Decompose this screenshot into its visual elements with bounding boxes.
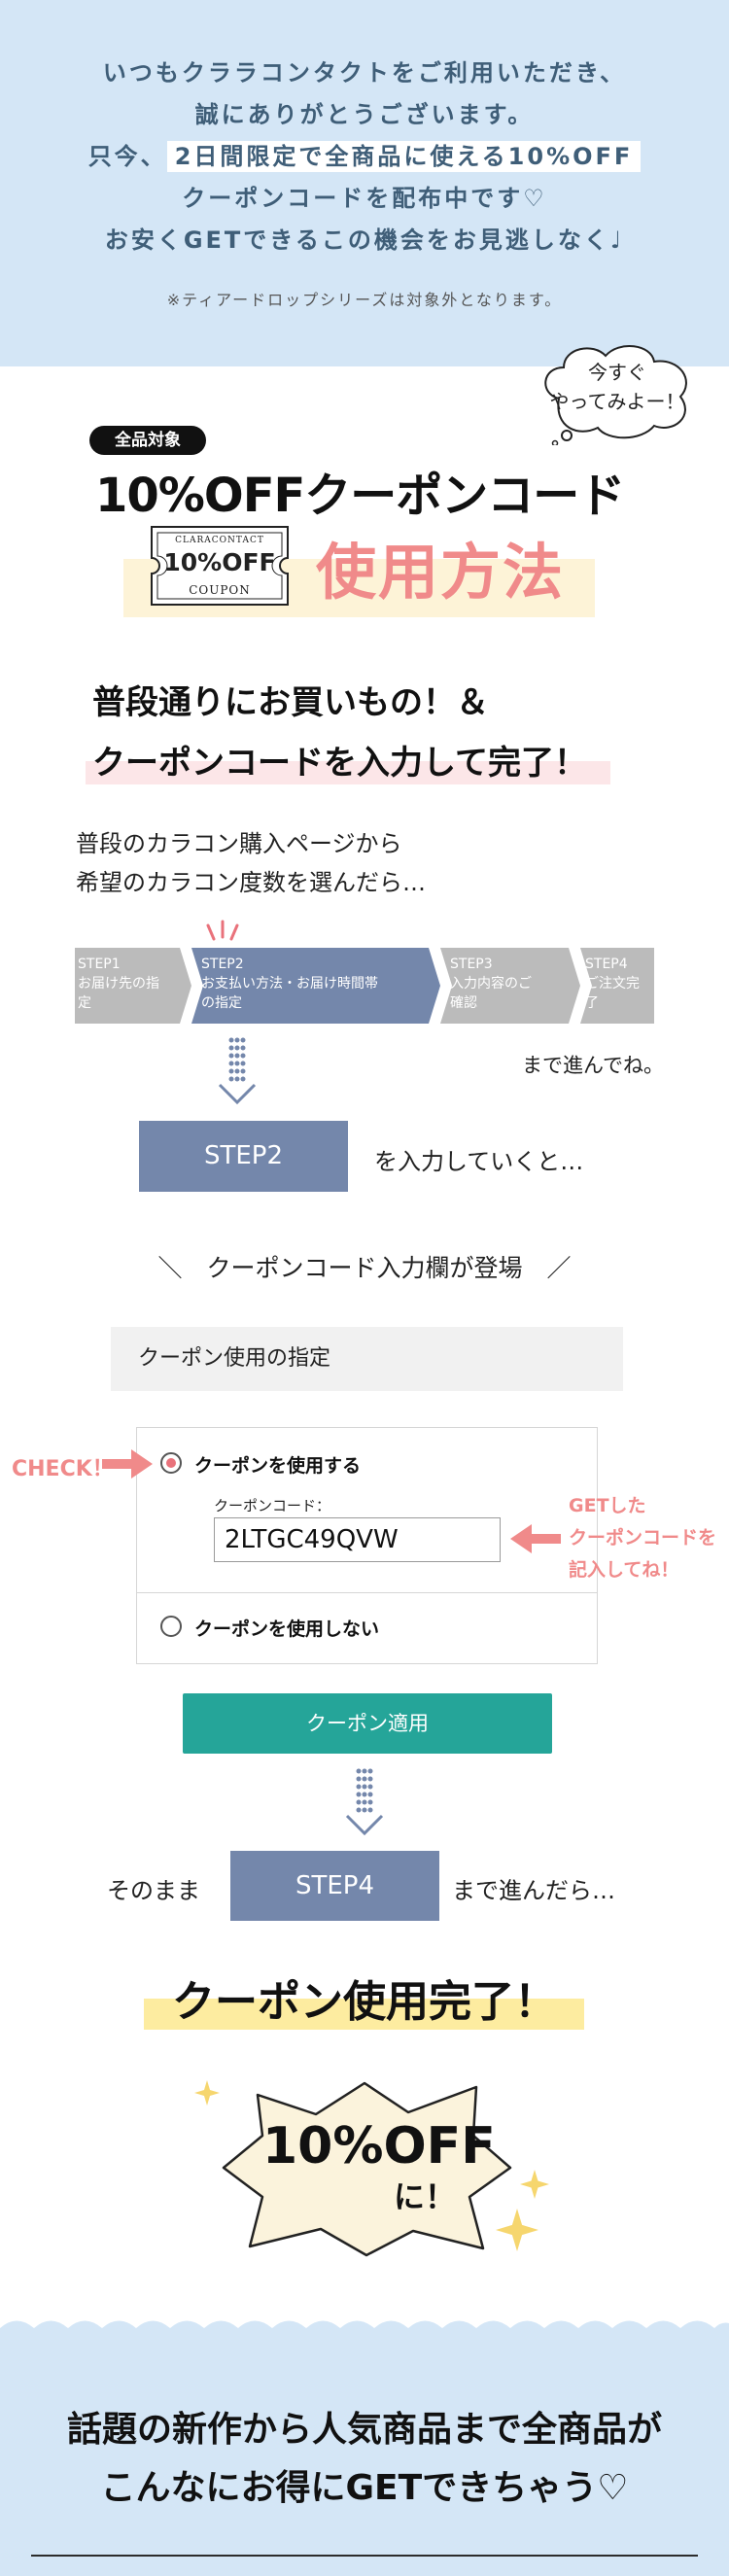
burst-shape-icon [222, 2081, 512, 2257]
sparkle-icon-3 [496, 2209, 538, 2251]
intro-note: ※ティアードロップシリーズは対象外となります。 [166, 291, 563, 309]
sparkle-icon-2 [520, 2170, 549, 2199]
ticket-value: 10%OFF [163, 548, 276, 576]
down-arrow-icon-2 [345, 1768, 384, 1836]
step-2-shape [191, 948, 440, 1024]
step-1-line-2: 定 [78, 995, 91, 1011]
step-4-line-1: ご注文完 [585, 976, 640, 992]
step-3: STEP3 入力内容のご確認 [450, 955, 532, 1013]
final-step-post: まで進んだら… [452, 1877, 615, 1904]
bottom-line-2: こんなにお得にGETできちゃう♡ [100, 2468, 629, 2508]
step-2-line-1: お支払い方法・お届け時間帯 [201, 976, 378, 992]
cloud-bubble-icon [544, 344, 687, 445]
headline-line-1: 普段通りにお買いもの！＆ [92, 683, 489, 722]
step2-note: を入力していくと… [374, 1148, 584, 1175]
intro-line-5: お安くGETできるこの機会をお見逃しなく♩ [104, 226, 625, 254]
form-divider [137, 1592, 597, 1593]
sparkle-accent-icon [206, 920, 239, 941]
step-3-line-2: 確認 [450, 995, 477, 1011]
step-4-shape [580, 948, 654, 1024]
bubble-line-1: 今すぐ [588, 361, 646, 384]
instruction-line-1: 普段のカラコン購入ページから [76, 830, 402, 857]
coupon-ticket-icon [151, 526, 289, 606]
intro-line-2: 誠にありがとうございます。 [194, 101, 535, 128]
use-coupon-radio[interactable] [160, 1452, 182, 1474]
headline-line-2: クーポンコードを入力して完了！ [92, 744, 587, 783]
coupon-code-input[interactable]: 2LTGC49QVW [214, 1517, 501, 1562]
use-coupon-label[interactable]: クーポンを使用する [194, 1455, 362, 1477]
step4-box: STEP4 [230, 1851, 439, 1921]
done-highlight [144, 1999, 584, 2030]
intro-line-3-pre: 只今、 [87, 143, 167, 170]
intro-line-4: クーポンコードを配布中です♡ [182, 185, 547, 212]
discount-value: 10%OFF [262, 2117, 496, 2176]
checkout-steps [75, 948, 654, 1024]
step-3-title: STEP3 [450, 957, 493, 972]
coupon-section-header: クーポン使用の指定 [111, 1327, 623, 1391]
sparkle-icon-1 [194, 2080, 220, 2106]
get-note-line-2: クーポンコードを [569, 1527, 717, 1549]
usage-title: 使用方法 [316, 537, 566, 608]
coupon-form [136, 1427, 598, 1664]
step2-box: STEP2 [139, 1121, 348, 1192]
bottom-line-1: 話題の新作から人気商品まで全商品が [66, 2410, 662, 2450]
reveal-caption: ＼ クーポンコード入力欄が登場 ／ [157, 1254, 572, 1282]
step-1-line-1: お届け先の指 [78, 976, 159, 992]
down-arrow-icon [218, 1037, 257, 1105]
step-3-shape [440, 948, 580, 1024]
intro-line-3: 只今、2日間限定で全商品に使える10%OFF [0, 137, 729, 172]
discount-suffix: に！ [394, 2178, 457, 2215]
bubble-line-2: やってみよー！ [549, 390, 685, 413]
bottom-rule [31, 2555, 698, 2557]
step-4-title: STEP4 [585, 957, 628, 972]
step-4-line-2: 了 [585, 995, 599, 1011]
step-4: STEP4 ご注文完了 [585, 955, 640, 1013]
done-title: クーポン使用完了！ [172, 1977, 557, 2027]
coupon-title: 10%OFFクーポンコード [95, 469, 625, 523]
step-1: STEP1 お届け先の指定 [78, 955, 159, 1013]
ticket-brand: CLARACONTACT [175, 536, 264, 545]
get-note-line-1: GETした [569, 1495, 646, 1516]
left-arrow-icon [510, 1524, 561, 1553]
get-coupon-note: GETしたクーポンコードを記入してね！ [569, 1490, 716, 1586]
ticket-label: COUPON [189, 583, 251, 597]
bubble-text: 今すぐやってみよー！ [539, 358, 695, 416]
step-2-line-2: の指定 [201, 995, 242, 1011]
step-2: STEP2 お支払い方法・お届け時間帯の指定 [201, 955, 378, 1013]
bottom-banner [0, 2328, 729, 2576]
final-step-pre: そのまま [107, 1877, 200, 1904]
all-items-badge: 全品対象 [89, 426, 206, 455]
apply-coupon-button[interactable]: クーポン適用 [183, 1693, 552, 1754]
intro-banner [0, 0, 729, 366]
step-1-title: STEP1 [78, 957, 121, 972]
headline-highlight [86, 761, 610, 784]
step-2-title: STEP2 [201, 957, 244, 972]
no-coupon-radio[interactable] [160, 1616, 182, 1637]
intro-line-1: いつもクララコンタクトをご利用いただき、 [102, 59, 627, 87]
step-1-shape [75, 948, 191, 1024]
right-arrow-icon [102, 1449, 153, 1479]
step-3-line-1: 入力内容のご [450, 976, 532, 992]
intro-highlight: 2日間限定で全商品に使える10%OFF [166, 141, 642, 172]
coupon-code-label: クーポンコード： [214, 1497, 331, 1514]
coupon-ticket-text: CLARACONTACT 10%OFF COUPON [148, 523, 292, 609]
progress-note: まで進んでね。 [522, 1054, 664, 1077]
instruction-line-2: 希望のカラコン度数を選んだら… [76, 869, 426, 896]
check-label: CHECK！ [12, 1457, 114, 1481]
no-coupon-label[interactable]: クーポンを使用しない [194, 1619, 380, 1640]
get-note-line-3: 記入してね！ [569, 1559, 679, 1581]
